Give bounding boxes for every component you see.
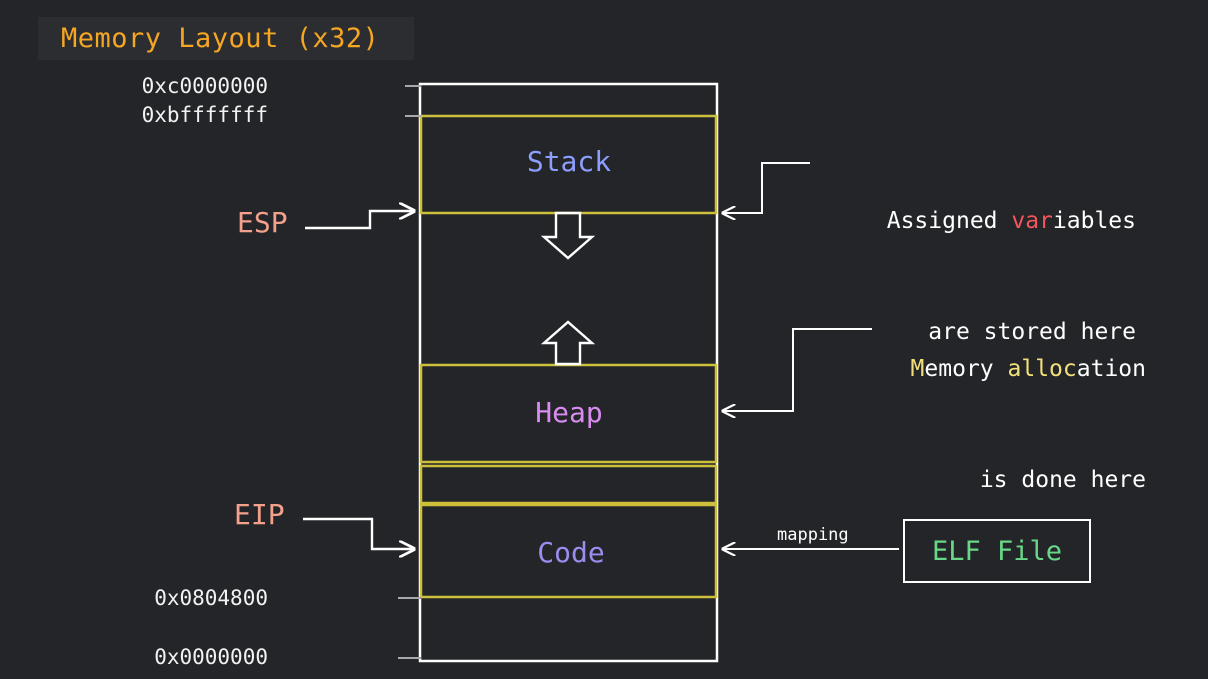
elf-file-box[interactable]: ELF File bbox=[903, 519, 1091, 583]
register-label-esp: ESP bbox=[237, 206, 288, 239]
register-label-eip: EIP bbox=[234, 498, 285, 531]
page-title: Memory Layout (x32) bbox=[61, 23, 380, 54]
annotation-stack-note-line-2: are stored here bbox=[928, 319, 1136, 346]
address-label-stack-top: 0xbfffffff bbox=[141, 103, 268, 127]
segment-code-rect bbox=[419, 503, 718, 599]
heap-grows-up-icon bbox=[540, 320, 596, 366]
address-tick-lines bbox=[398, 85, 421, 659]
address-label-top-limit: 0xc0000000 bbox=[141, 74, 268, 98]
elf-file-label: ELF File bbox=[931, 535, 1063, 567]
address-label-null-base: 0x0000000 bbox=[154, 645, 268, 669]
annotation-stack-note-line-1: Assigned variables bbox=[886, 207, 1136, 234]
address-label-code-start: 0x0804800 bbox=[154, 586, 268, 610]
segment-label-heap: Heap bbox=[535, 396, 603, 429]
title-banner: Memory Layout (x32) bbox=[38, 17, 414, 60]
segment-label-stack: Stack bbox=[526, 145, 612, 178]
segment-label-code: Code bbox=[537, 536, 605, 569]
eip-pointer-line bbox=[303, 517, 414, 549]
annotation-heap-note-line-2: is done here bbox=[979, 467, 1146, 494]
edge-label-mapping: mapping bbox=[777, 525, 849, 545]
esp-pointer-line bbox=[305, 211, 414, 230]
heap-note-connector bbox=[723, 328, 872, 411]
annotation-heap-note: Memory allocation is done here bbox=[810, 276, 1146, 574]
stack-grows-down-icon bbox=[540, 211, 596, 260]
annotation-heap-note-line-1: Memory allocation bbox=[910, 355, 1146, 382]
annotation-stack-note: Assigned variables are stored here bbox=[800, 128, 1136, 426]
stack-note-connector bbox=[723, 162, 810, 213]
segment-bss-rect bbox=[419, 464, 718, 505]
